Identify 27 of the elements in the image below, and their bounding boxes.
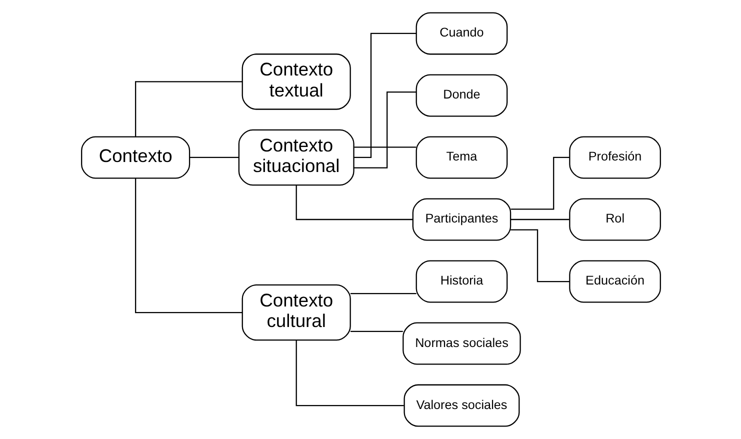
- connector: [350, 330, 402, 332]
- connector: [189, 156, 238, 158]
- node-box: Contexto: [80, 136, 190, 179]
- node-box: Rol: [568, 198, 660, 241]
- connector: [354, 32, 416, 158]
- connector: [510, 218, 569, 220]
- node-box: Historia: [415, 260, 508, 303]
- node-box: Donde: [415, 74, 508, 117]
- connector: [510, 229, 569, 282]
- node-box: Tema: [415, 136, 508, 179]
- node-box: Participantes: [412, 198, 511, 241]
- connector: [295, 185, 412, 220]
- connector: [354, 146, 416, 148]
- connector: [510, 156, 569, 210]
- node-box: Cuando: [415, 12, 508, 55]
- connector: [295, 340, 404, 406]
- node-box: Contexto cultural: [241, 284, 350, 341]
- connector: [134, 81, 242, 137]
- connector: [353, 91, 416, 168]
- connector: [350, 293, 416, 294]
- node-box: Normas sociales: [402, 322, 520, 365]
- node-box: Educación: [568, 260, 660, 303]
- connector: [134, 178, 242, 314]
- node-box: Valores sociales: [403, 384, 520, 427]
- node-box: Profesión: [568, 136, 660, 179]
- node-box: Contexto textual: [241, 54, 350, 110]
- node-box: Contexto situacional: [238, 129, 354, 186]
